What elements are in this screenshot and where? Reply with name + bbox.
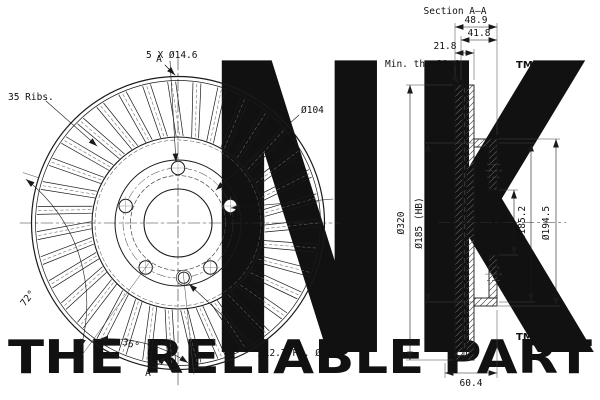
section-arrow-top-icon <box>164 64 176 76</box>
dim-outer-diameter: Ø320 <box>396 211 407 234</box>
angle-dim-36: 36° <box>88 263 195 375</box>
front-leaders <box>45 60 334 350</box>
bolt-holes <box>116 158 240 277</box>
dim-hat-inner-diameter: Ø194.5 <box>541 206 552 240</box>
section-dimension-lines <box>407 24 559 376</box>
front-view: A A 35 Ribs. 5 X Ø14.6 Ø104 Ø120 Ø12.7 P… <box>8 50 358 387</box>
section-view: Section A–A <box>385 6 566 389</box>
watermark-tm-bottom-icon: TM <box>516 332 533 343</box>
dim-inner-band-diameter: Ø185.2 <box>517 206 528 240</box>
dim-mount-depth: 60.4 <box>460 378 483 389</box>
label-ribs: 35 Ribs. <box>8 92 54 103</box>
flange-hidden-holes <box>485 164 502 281</box>
dim-hat-depth: 41.8 <box>468 28 491 39</box>
dim-overall-width: 48.9 <box>465 15 488 26</box>
section-marker-bottom: A <box>145 368 151 379</box>
section-title: Section A–A <box>424 6 487 17</box>
watermark-tm-top-icon: TM <box>516 60 533 71</box>
section-extension-lines <box>406 23 560 378</box>
label-angle-36: 36° <box>121 337 141 353</box>
section-marker-top: A <box>156 54 162 65</box>
dim-disc-thickness: 21.8 <box>434 41 457 52</box>
label-bolt-holes: 5 X Ø14.6 <box>146 50 198 61</box>
label-bolt-circle-diameter: Ø120 <box>335 189 358 200</box>
label-set-screw-hole: Ø12.7 PL. Ø17 <box>258 348 332 359</box>
dim-bore-diameter: Ø75 <box>499 214 510 231</box>
watermark-logo: NK <box>200 0 596 400</box>
section-material <box>454 84 498 361</box>
disc-circles <box>30 75 326 371</box>
label-hub-register-diameter: Ø104 <box>301 105 324 116</box>
watermark: NK TM TM THE RELIABLE PART <box>8 0 596 400</box>
dim-min-thickness: Min. th. 20.4 <box>385 59 460 70</box>
dim-hub-diameter: Ø185 (HB) <box>414 197 425 248</box>
